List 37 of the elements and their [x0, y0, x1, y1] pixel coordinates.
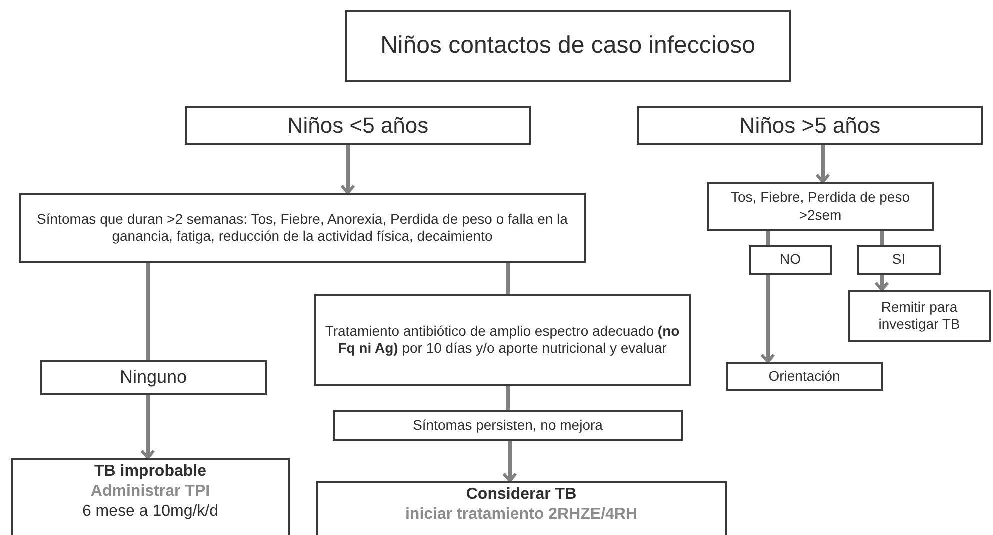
process-box — [749, 245, 832, 275]
box-text-line: iniciar tratamiento 2RHZE/4RH — [405, 505, 638, 525]
box-label: Tratamiento antibiótico de amplio espectro adecuado (no Fq ni Ag) por 10 días y/o aporte nutricional y evaluar — [324, 322, 681, 358]
box-text-line: Considerar TB — [466, 485, 577, 505]
connector-arrow — [816, 145, 830, 184]
box-text-line: 6 mese a 10mg/k/d — [82, 502, 219, 522]
box-label: Ninguno — [120, 366, 188, 389]
process-box — [185, 106, 531, 145]
box-label: Niños >5 años — [739, 112, 881, 140]
process-box — [345, 10, 791, 82]
box-text-line: Administrar TPI — [90, 482, 210, 502]
box-label: Síntomas que duran >2 semanas: Tos, Fiebre, Anorexia, Perdida de peso o falla en la ganancia, fatiga, reducción de la actividad física, decaimiento — [36, 210, 569, 246]
connector-arrow — [502, 441, 518, 482]
box-label: Orientación — [768, 368, 840, 386]
process-box — [40, 360, 267, 395]
box-label: Niños <5 años — [287, 112, 429, 140]
box-label: Tos, Fiebre, Perdida de peso >2sem — [730, 189, 911, 224]
connector-arrow — [340, 145, 356, 194]
box-label: Remitir para investigar TB — [878, 298, 962, 334]
process-box — [707, 182, 934, 231]
box-label: Niños contactos de caso infeccioso — [380, 31, 756, 61]
box-text-line: TB improbable — [94, 462, 206, 482]
process-box — [19, 193, 586, 263]
connector-arrow — [140, 395, 156, 460]
connector-arrow — [760, 275, 776, 364]
process-box — [11, 458, 290, 535]
process-box — [314, 294, 691, 386]
box-label: Síntomas persisten, no mejora — [413, 416, 603, 434]
process-box — [316, 481, 727, 535]
box-label: NO — [780, 251, 801, 269]
process-box — [848, 290, 991, 342]
process-box — [333, 410, 683, 441]
process-box — [637, 106, 983, 145]
box-label: SI — [892, 251, 906, 269]
connector-arrow — [874, 275, 890, 292]
process-box — [726, 362, 883, 391]
process-box — [857, 245, 941, 275]
